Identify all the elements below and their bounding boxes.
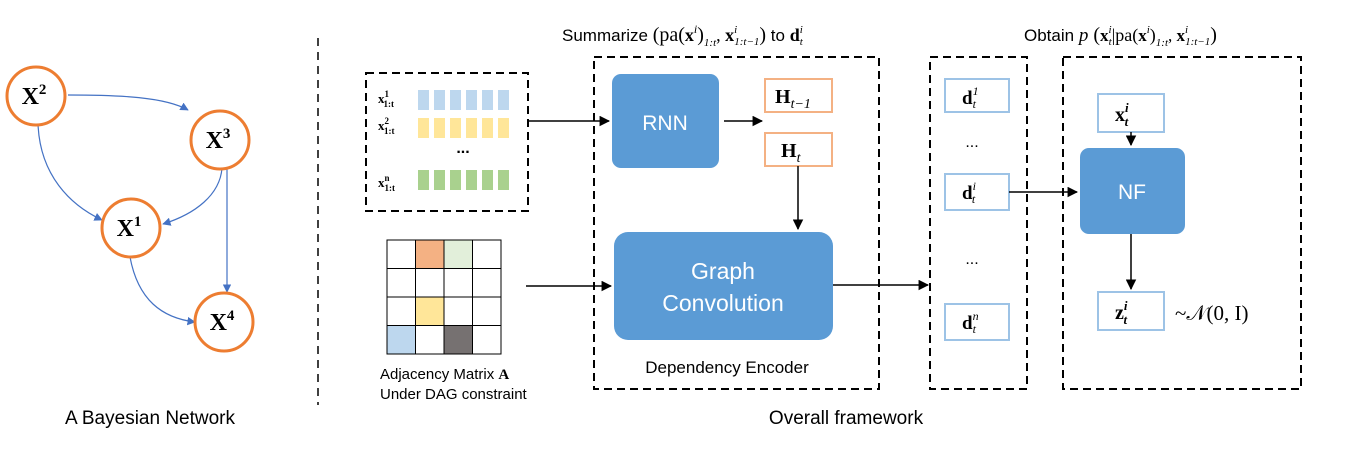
dependency-vectors-ellipsis-bottom: ... [965,251,978,268]
series-cell [466,90,477,110]
series-cell [434,118,445,138]
graph-convolution-label-line1: Graph [691,258,755,284]
svg-text:X2: X2 [22,82,47,110]
bn-edge-x2-x3 [67,94,189,111]
dependency-vector-n [944,303,1010,341]
bn-node-x4: X4 [193,291,255,353]
series-cell [450,90,461,110]
adjacency-matrix: Adjacency Matrix A Under DAG constraint [380,239,528,403]
adjacency-cell [443,325,473,355]
series-cell [418,170,429,190]
flow-input-box [1097,93,1165,133]
bn-node-x1: X1 [100,197,162,259]
series-cell [498,90,509,110]
series-cell [466,118,477,138]
adjacency-cell [443,239,473,269]
adjacency-cell [443,296,473,326]
series-cell [482,170,493,190]
adjacency-cell [415,239,445,269]
rnn-block [612,74,719,168]
adjacency-cell [415,268,445,298]
series-cell [498,118,509,138]
svg-text:X1: X1 [117,214,142,242]
adjacency-label-line2: Under DAG constraint [380,386,528,403]
bn-edge-x1-x4 [129,256,196,326]
framework-caption: Overall framework [769,408,924,429]
bayesian-network: X2 X3 X1 X4 A Bayesian Network [5,65,255,429]
adjacency-cell [386,325,416,355]
graph-convolution-block [614,232,833,340]
svg-text:X4: X4 [210,308,235,336]
bn-node-x2: X2 [5,65,67,127]
bn-caption: A Bayesian Network [65,408,236,429]
normalizing-flow-box [1062,56,1302,390]
input-series-cells [418,90,509,190]
dependency-vectors-ellipsis-top: ... [965,134,978,151]
series-cell [450,170,461,190]
series-cell [482,90,493,110]
dependency-vector-1 [944,78,1010,113]
series-cell [418,118,429,138]
adjacency-cell [472,268,502,298]
bn-edges [37,94,232,326]
svg-text:X3: X3 [206,126,231,154]
series-cell [482,118,493,138]
adjacency-cell [386,296,416,326]
framework-arrows [526,115,1137,292]
series-cell [498,170,509,190]
latent-distribution-label: ~𝒩(0, I) [1175,301,1248,325]
input-series-ellipsis: ... [456,140,469,157]
adjacency-cell [386,268,416,298]
adjacency-cell [472,325,502,355]
flow-output-box [1097,291,1165,331]
series-cell [418,90,429,110]
dependency-vector-i [944,173,1010,211]
series-cell [434,170,445,190]
adjacency-cell [415,296,445,326]
adjacency-matrix-cells [386,239,502,355]
adjacency-cell [443,268,473,298]
hidden-state-prev-label: Ht−1 [775,86,811,112]
rnn-label: RNN [642,112,688,135]
hidden-state-curr-label: Ht [781,140,802,166]
series-cell [466,170,477,190]
bn-edge-x3-x1 [162,167,223,226]
adjacency-cell [415,325,445,355]
dependency-encoder-label: Dependency Encoder [645,358,809,377]
dependency-encoder-box [593,56,880,390]
hidden-state-prev [764,78,833,113]
nf-block [1080,148,1185,234]
bn-edge-x2-x1 [37,123,103,221]
adjacency-label-line1: Adjacency Matrix A [380,366,509,383]
graph-convolution-label-line2: Convolution [662,290,783,316]
series-cell [434,90,445,110]
series-cell [450,118,461,138]
adjacency-cell [472,296,502,326]
adjacency-cell [386,239,416,269]
nf-label: NF [1118,181,1146,204]
bn-node-x3: X3 [189,109,251,171]
adjacency-cell [472,239,502,269]
